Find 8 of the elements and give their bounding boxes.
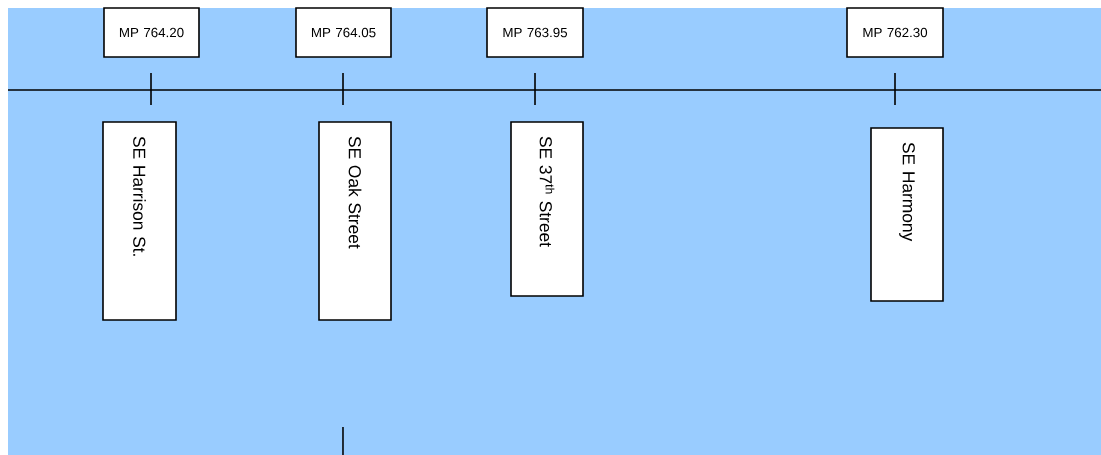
street-box: SE 37$^{th}$ Street <box>510 121 584 297</box>
milepost-box: MP 764.05 <box>295 7 392 58</box>
street-box: SE Harrison St. <box>102 121 177 321</box>
milepost-box: MP 763.95 <box>486 7 584 58</box>
street-box: SE Harmony <box>870 127 944 302</box>
milepost-box: MP 764.20 <box>103 7 200 58</box>
street-box: SE Oak Street <box>318 121 392 321</box>
milepost-box: MP 762.30 <box>846 7 944 58</box>
